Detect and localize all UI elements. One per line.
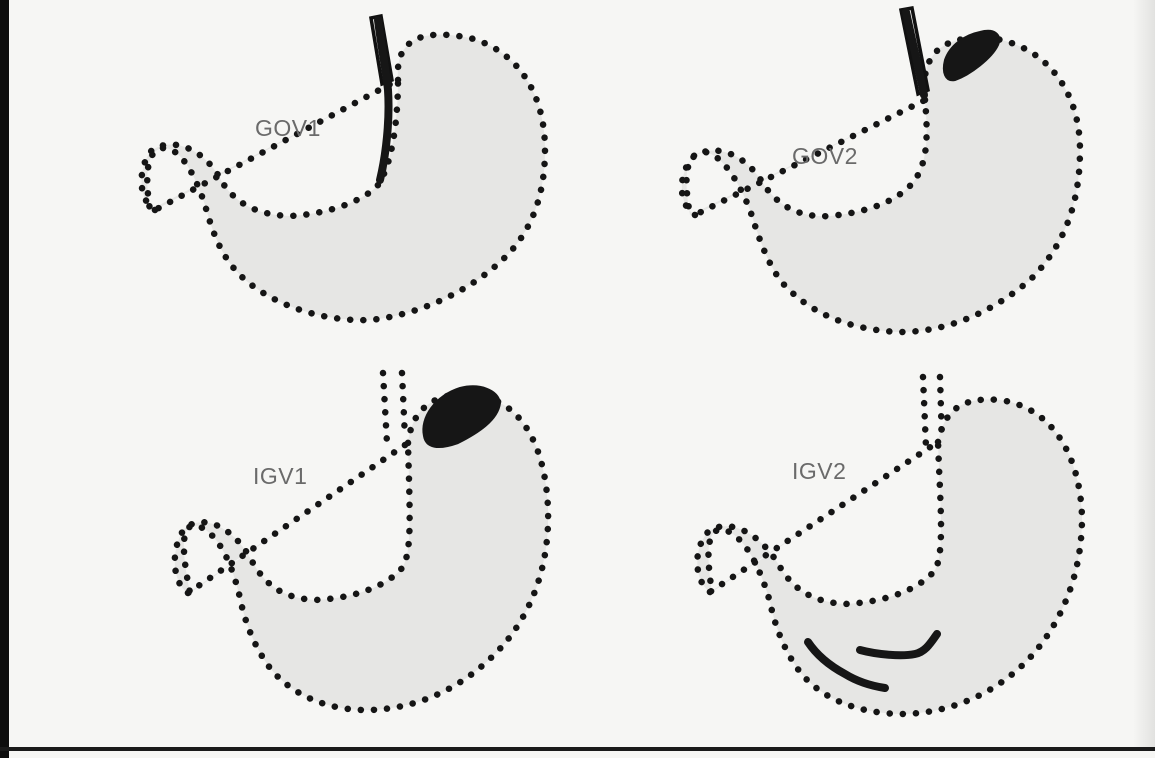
stomach-diagram-gov1 (0, 0, 520, 360)
stomach-outline (697, 399, 1082, 714)
right-edge-shade (1133, 0, 1155, 747)
panel-igv2: IGV2 (560, 372, 1080, 732)
stomach-outline (175, 394, 548, 710)
esophagus (923, 377, 942, 447)
panel-label: IGV2 (792, 458, 846, 485)
bottom-border (0, 747, 1155, 751)
panel-gov2: GOV2 (540, 0, 1060, 360)
stomach-diagram-gov2 (540, 0, 1060, 360)
stomach-diagram-igv1 (40, 368, 560, 728)
panel-gov1: GOV1 (0, 0, 520, 360)
panel-igv1: IGV1 (40, 368, 560, 728)
esophagus (383, 373, 405, 443)
panel-label: IGV1 (253, 463, 307, 490)
stomach-outline (682, 38, 1080, 332)
panel-label: GOV1 (255, 115, 321, 142)
panel-label: GOV2 (792, 143, 858, 170)
stomach-outline (142, 35, 545, 320)
stomach-diagram-igv2 (560, 372, 1080, 732)
